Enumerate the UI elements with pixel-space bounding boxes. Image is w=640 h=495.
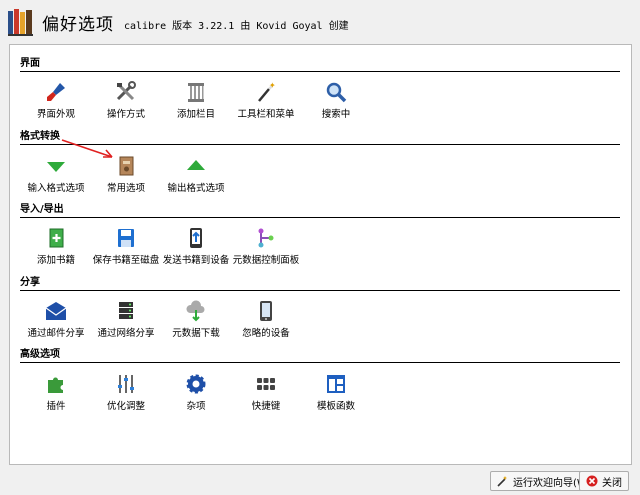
puzzle-icon (45, 373, 67, 395)
header: 偏好选项 calibre 版本 3.22.1 由 Kovid Goyal 创建 (6, 6, 349, 38)
section-title: 格式转换 (20, 131, 60, 142)
pref-common-options[interactable]: 常用选项 (88, 155, 164, 194)
pref-metadata-download[interactable]: 元数据下载 (158, 300, 234, 339)
pref-share-email[interactable]: 通过邮件分享 (18, 300, 94, 339)
pref-send-to-device[interactable]: 发送书籍到设备 (158, 227, 234, 266)
section-title: 分享 (20, 277, 40, 288)
pref-look-and-feel[interactable]: 界面外观 (18, 81, 94, 120)
close-button[interactable]: 关闭 (579, 471, 629, 491)
pref-searching[interactable]: 搜索中 (298, 81, 374, 120)
section-interface: 界面 (20, 57, 620, 72)
section-title: 高级选项 (20, 349, 60, 360)
calibre-logo-icon (6, 7, 36, 37)
section-title: 导入/导出 (20, 204, 64, 215)
arrow-up-icon (185, 155, 207, 177)
section-sharing: 分享 (20, 276, 620, 291)
paintbrush-icon (45, 81, 67, 103)
section-conversion: 格式转换 (20, 130, 620, 145)
annotation-arrow-icon (61, 139, 113, 158)
pref-miscellaneous[interactable]: 杂项 (158, 373, 234, 412)
gear-icon (185, 373, 207, 395)
send-device-icon (185, 227, 207, 249)
svg-text:✦: ✦ (269, 81, 276, 90)
pref-behavior[interactable]: 操作方式 (88, 81, 164, 120)
pref-input-options[interactable]: 输入格式选项 (18, 155, 94, 194)
plugboard-icon (255, 227, 277, 249)
pref-template-functions[interactable]: 模板函数 (298, 373, 374, 412)
section-import-export: 导入/导出 (20, 203, 620, 218)
section-divider (20, 290, 620, 291)
magnifier-icon (325, 81, 347, 103)
phone-icon (255, 300, 277, 322)
section-divider (20, 144, 620, 145)
pref-share-network[interactable]: 通过网络分享 (88, 300, 164, 339)
pref-toolbar-menus[interactable]: ✦ 工具栏和菜单 (237, 81, 295, 120)
keyboard-icon (255, 373, 277, 395)
add-book-icon (45, 227, 67, 249)
column-icon (185, 81, 207, 103)
mail-icon (45, 300, 67, 322)
pref-adding-books[interactable]: 添加书籍 (18, 227, 94, 266)
version-info: calibre 版本 3.22.1 由 Kovid Goyal 创建 (124, 20, 349, 32)
cloud-download-icon (185, 300, 207, 322)
server-icon (115, 300, 137, 322)
close-icon (586, 475, 598, 487)
preferences-panel: 界面 界面外观 操作方式 添加栏目 ✦ 工具栏和菜单 搜索中 格式转换 (9, 44, 632, 465)
pref-output-options[interactable]: 输出格式选项 (158, 155, 234, 194)
save-disk-icon (115, 227, 137, 249)
pref-save-to-disk[interactable]: 保存书籍至磁盘 (88, 227, 164, 266)
pref-ignored-devices[interactable]: 忽略的设备 (228, 300, 304, 339)
magic-wand-icon: ✦ (255, 81, 277, 103)
book-cover-icon (115, 155, 137, 177)
pref-metadata-plugboards[interactable]: 元数据控制面板 (228, 227, 304, 266)
pref-shortcuts[interactable]: 快捷键 (228, 373, 304, 412)
wand-icon (497, 475, 509, 487)
section-divider (20, 71, 620, 72)
template-icon (325, 373, 347, 395)
page-title: 偏好选项 (42, 14, 114, 35)
tools-icon (115, 81, 137, 103)
close-label: 关闭 (602, 477, 622, 489)
pref-plugins[interactable]: 插件 (18, 373, 94, 412)
section-advanced: 高级选项 (20, 348, 620, 363)
pref-tweaks[interactable]: 优化调整 (88, 373, 164, 412)
sliders-icon (115, 373, 137, 395)
run-wizard-label: 运行欢迎向导(W) (513, 477, 591, 489)
section-title: 界面 (20, 58, 40, 69)
pref-add-columns[interactable]: 添加栏目 (158, 81, 234, 120)
section-divider (20, 217, 620, 218)
section-divider (20, 362, 620, 363)
arrow-down-icon (45, 155, 67, 177)
